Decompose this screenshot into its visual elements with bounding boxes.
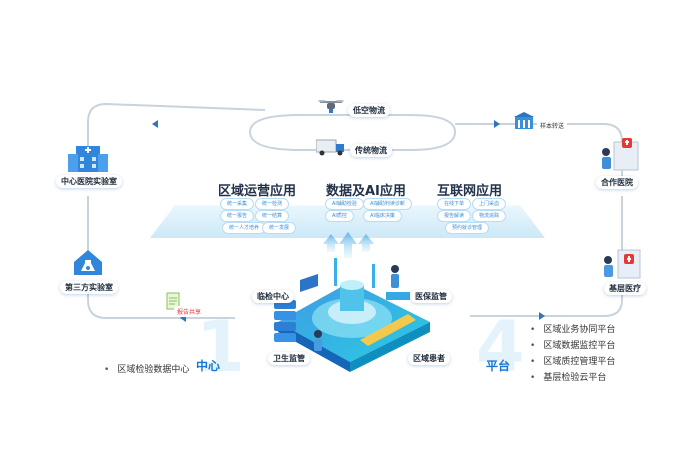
center-count-number: 1 <box>196 306 245 388</box>
outer-loop-line <box>470 290 623 317</box>
building-icon <box>513 112 535 134</box>
report-document-icon <box>166 292 182 316</box>
inspection-center-label: 临检中心 <box>252 290 294 303</box>
third-party-lab-label: 第三方实验室 <box>60 281 118 294</box>
app-pill: AI临床决策 <box>363 210 402 222</box>
person-figure <box>314 330 322 351</box>
outer-loop-line <box>455 123 623 180</box>
app-pill: 统一结算 <box>255 210 290 222</box>
laptop <box>300 274 318 292</box>
partner-hospital-icon <box>598 138 646 176</box>
partner-hospital-label: 合作医院 <box>596 176 638 189</box>
center-list-item: 区域检验数据中心 <box>104 362 189 375</box>
internet-app-title: 互联网应用 <box>437 184 503 199</box>
specimen-transfer-tag: 样本转送 <box>537 120 568 131</box>
app-pill: 统一检测 <box>255 198 290 210</box>
app-pill: 统一人才培养 <box>222 222 267 234</box>
app-pill: 统一采集 <box>220 198 255 210</box>
lab-flask-icon <box>72 248 104 280</box>
regional-operation-title: 区域运营应用 <box>218 184 297 199</box>
arrow-head <box>494 120 500 128</box>
platform-count-suffix: 平台 <box>486 359 511 373</box>
app-pill: 报告解读 <box>437 210 472 222</box>
regional-patients-label: 区域患者 <box>408 352 450 365</box>
person-figure <box>391 265 399 288</box>
primary-care-icon <box>600 248 644 284</box>
health-supervision-label: 卫生监管 <box>268 352 310 365</box>
traditional-logistics-label: 传统物流 <box>350 144 392 157</box>
arrow-head <box>539 312 545 320</box>
central-hospital-icon <box>66 140 110 178</box>
drone-icon <box>318 98 344 118</box>
app-pill: 预约就诊管理 <box>445 222 490 234</box>
platform-list-item: 区域业务协同平台 <box>530 322 615 335</box>
arrow-head <box>152 120 158 128</box>
outer-loop-line <box>87 292 235 319</box>
app-pill: 统一发展 <box>262 222 297 234</box>
app-pill: AI辅助判读诊断 <box>363 198 412 210</box>
app-pill: AI质控 <box>325 210 354 222</box>
platform-list-item: 区域数据监控平台 <box>530 338 615 351</box>
center-count-suffix: 中心 <box>196 359 221 373</box>
data-ai-title: 数据及AI应用 <box>326 184 406 199</box>
truck-icon <box>315 138 346 160</box>
app-pill: 统一报告 <box>220 210 255 222</box>
app-pill: 在线下单 <box>437 198 472 210</box>
upward-arrows <box>323 232 374 258</box>
logistics-oval <box>248 114 457 151</box>
app-pill: AI辅助检验 <box>325 198 364 210</box>
app-pill: 物流追踪 <box>472 210 507 222</box>
outer-loop-line <box>87 102 266 170</box>
platform-list-item: 区域质控管理平台 <box>530 354 615 367</box>
low-altitude-logistics-label: 低空物流 <box>348 104 390 117</box>
medical-insurance-label: 医保监管 <box>410 290 452 303</box>
primary-care-label: 基层医疗 <box>604 282 646 295</box>
report-share-tag: 报告共享 <box>174 306 205 317</box>
platform-count-number: 4 <box>476 306 525 388</box>
platform-list-item: 基层检验云平台 <box>530 370 606 383</box>
central-hospital-lab-label: 中心医院实验室 <box>56 175 122 188</box>
app-pill: 上门采血 <box>472 198 507 210</box>
